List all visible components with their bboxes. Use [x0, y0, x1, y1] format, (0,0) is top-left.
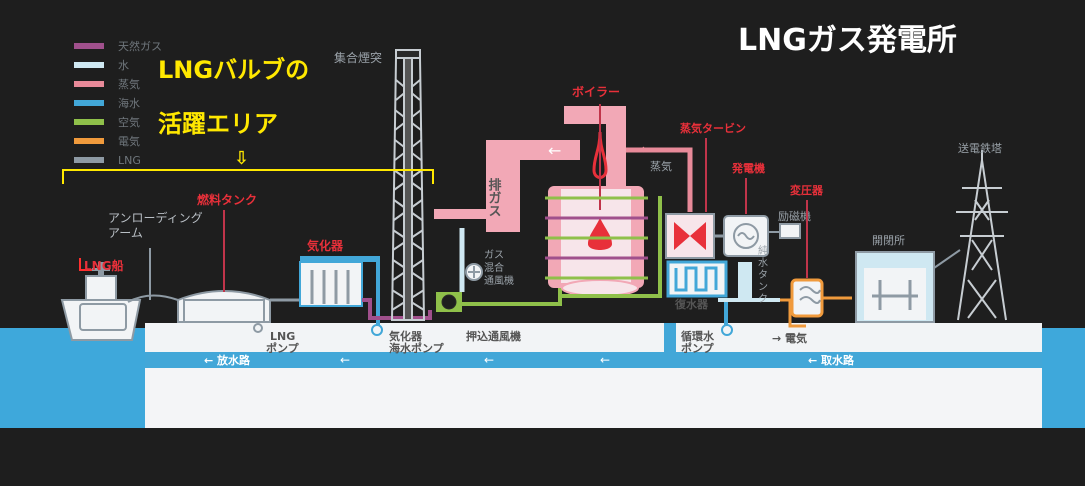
boiler-label: ボイラー [572, 84, 620, 99]
steam-line [626, 147, 693, 212]
callout-bracket [62, 169, 434, 184]
legend-label: LNG [118, 154, 141, 167]
gas-mixer-label-3: 通風機 [484, 274, 514, 287]
legend-swatch [74, 138, 104, 144]
vaporizer-label: 気化器 [307, 238, 344, 253]
legend-swatch [74, 62, 104, 68]
lng-pump-label-2: ポンプ [266, 341, 300, 355]
forced-fan-label: 押込通風機 [466, 329, 521, 343]
chimney-label: 集合煙突 [334, 50, 382, 65]
intake-riser [664, 323, 676, 368]
legend-label: 海水 [118, 96, 140, 110]
discharge-label: ← 放水路 [204, 353, 251, 367]
ship-label-pointer [79, 258, 92, 271]
air-loop [560, 196, 662, 298]
pure-water-tank [718, 262, 780, 302]
gas-mixer-label-1: ガス [484, 249, 504, 261]
unloading-arm-label-2: アーム [108, 226, 143, 240]
bottom-background [0, 428, 1085, 486]
callout-line-1: LNGバルブの [158, 56, 309, 84]
pure-water-tank-label-5: ク [758, 293, 768, 305]
legend-swatch [74, 43, 104, 49]
legend-label: 空気 [118, 115, 140, 129]
boiler [545, 104, 648, 297]
turbine-label: 蒸気タービン [680, 121, 746, 135]
steam-turbine [665, 138, 724, 259]
tower-label: 送電鉄塔 [958, 141, 1002, 155]
switchyard [855, 249, 961, 323]
pure-water-tank-label-2: 水 [758, 257, 768, 269]
transformer [780, 200, 852, 328]
lng-ship [60, 262, 142, 341]
generator-label: 発電機 [731, 161, 765, 175]
transmission-tower [956, 150, 1008, 321]
unloading-arm-label-1: アンローディング [108, 210, 203, 225]
callout-down-arrow: ⇩ [234, 148, 249, 169]
electricity-label: → 電気 [772, 331, 807, 345]
legend-swatch [74, 100, 104, 106]
exhaust-duct [434, 140, 580, 292]
pure-water-tank-label-4: ン [758, 282, 768, 293]
circ-pump-label-1: 循環水 [681, 329, 715, 343]
callout-line-2: 活躍エリア [158, 110, 278, 138]
gas-mixer-fan [465, 263, 483, 281]
intake-label: ← 取水路 [808, 353, 855, 367]
condenser-label: 復水器 [674, 297, 709, 311]
legend-label: 天然ガス [118, 39, 162, 53]
pure-water-tank-label-1: 純 [758, 244, 768, 257]
pure-water-tank-label-3: タ [758, 269, 768, 281]
page-title: LNGガス発電所 [738, 23, 957, 58]
seawater-pump-icon [371, 324, 383, 336]
circ-pump-label-2: ポンプ [681, 341, 715, 355]
legend-label: 水 [118, 59, 129, 72]
gas-mixer-label-2: 混合 [484, 261, 504, 274]
legend-swatch [74, 119, 104, 125]
vaporizer [299, 256, 432, 330]
flow-arrow-1: ← [340, 353, 350, 367]
transformer-label: 変圧器 [790, 183, 824, 197]
chimney [390, 49, 426, 321]
steam-label: 蒸気 [650, 159, 672, 173]
lng-pump-label-1: LNG [270, 330, 295, 343]
switchyard-label: 開閉所 [872, 234, 905, 247]
ground-lower [145, 368, 1042, 428]
steam-flow-arrow: ← [640, 142, 652, 158]
exhaust-flow-arrow: ← [548, 141, 561, 160]
exciter-label: 励磁機 [778, 209, 811, 223]
legend-label: 蒸気 [118, 77, 140, 91]
legend-swatch [74, 157, 104, 163]
fuel-tank [177, 210, 271, 333]
discharge-channel [145, 352, 1042, 368]
condenser [666, 260, 733, 336]
legend-label: 電気 [118, 134, 140, 148]
fuel-tank-label: 燃料タンク [197, 192, 257, 207]
seawater-pump-label-2: 海水ポンプ [389, 341, 445, 355]
exhaust-gas-label-1: 排ガス [486, 177, 502, 217]
generator [723, 178, 801, 257]
flow-arrow-3: ← [600, 353, 610, 367]
legend-swatch [74, 81, 104, 87]
lng-ship-label: LNG船 [84, 258, 124, 273]
seawater-pump-label-1: 気化器 [389, 329, 423, 343]
flow-arrow-2: ← [484, 353, 494, 367]
unloading-arm [127, 248, 179, 303]
